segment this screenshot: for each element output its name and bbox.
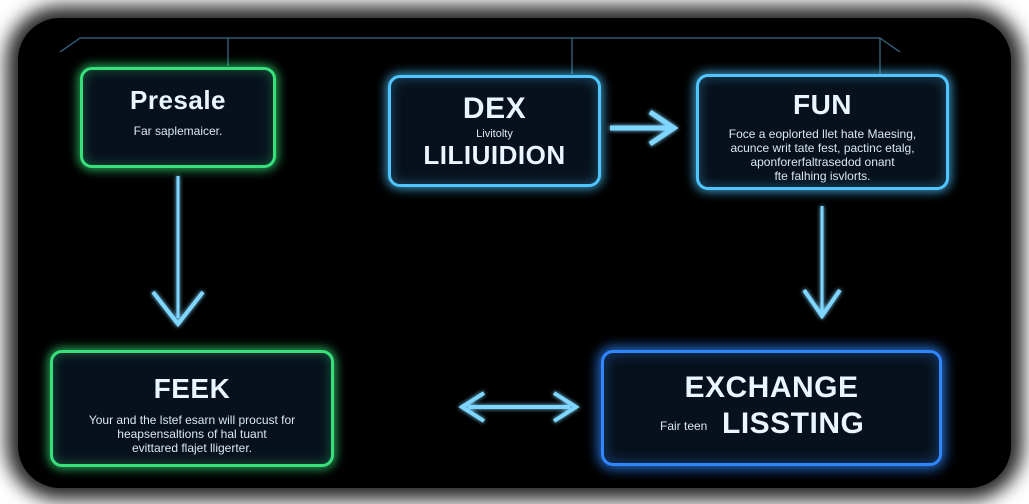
- arrow-feek-exchange-double: [458, 391, 580, 423]
- exchange-title: EXCHANGE: [684, 371, 859, 404]
- feek-box: FEEK Your and the lstef esarn will procu…: [50, 350, 334, 467]
- dex-box: DEX Livitolty LILIUIDION: [388, 75, 601, 187]
- feek-description-line-2: heapsensaltions of hal tuant: [117, 427, 267, 441]
- fun-description-line-2: acunce writ tate fest, pactinc etalg,: [730, 141, 915, 155]
- dex-title: DEX: [462, 92, 527, 125]
- exchange-listing-box: EXCHANGE Fair teen LISSTING: [601, 350, 942, 466]
- dex-small-label: Livitolty: [476, 128, 513, 140]
- fun-description-line-3: aponforerfaltrasedod onant: [750, 155, 895, 169]
- presale-description: Far saplemaicer.: [133, 124, 223, 138]
- feek-description-line-1: Your and the lstef esarn will procust fo…: [88, 413, 296, 427]
- fun-description-line-4: fte falhing isvlorts.: [774, 169, 871, 183]
- arrow-dex-to-fun: [610, 109, 679, 147]
- exchange-subtitle: LISSTING: [722, 407, 865, 440]
- fun-box: FUN Foce a eoplorted llet hate Maesing, …: [696, 74, 949, 190]
- feek-description-line-3: evittared flajet lligerter.: [131, 441, 253, 455]
- arrow-fun-to-exchange: [802, 206, 842, 320]
- arrow-presale-to-feek: [151, 176, 205, 328]
- presale-box: Presale Far saplemaicer.: [80, 67, 276, 168]
- fun-title: FUN: [792, 89, 853, 120]
- dex-subtitle: LILIUIDION: [423, 140, 566, 170]
- exchange-side-label: Fair teen: [660, 419, 708, 433]
- feek-title: FEEK: [153, 373, 231, 404]
- presale-title: Presale: [129, 85, 227, 115]
- top-connector-line: [59, 37, 901, 53]
- fun-description-line-1: Foce a eoplorted llet hate Maesing,: [728, 127, 917, 141]
